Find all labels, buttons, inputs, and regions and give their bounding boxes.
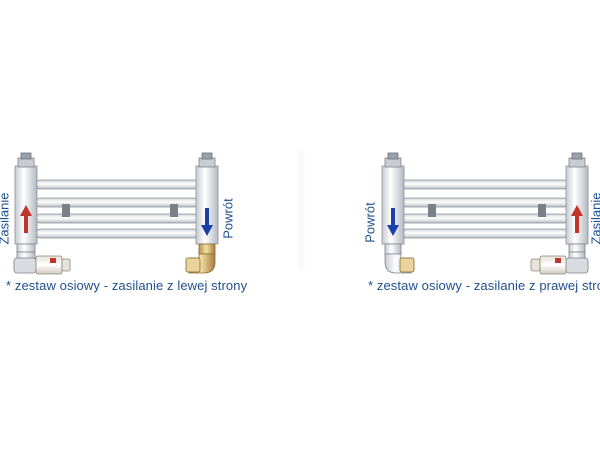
horizontal-tubes <box>35 179 199 239</box>
supply-arrow-up-icon <box>571 205 583 233</box>
elbow-fitting-icon <box>185 243 216 274</box>
left-radiator-diagram: Zasilanie Powrót * zestaw osiowy - zasil… <box>0 152 248 293</box>
return-label: Powrót <box>220 198 236 239</box>
right-caption: * zestaw osiowy - zasilanie z prawej str… <box>368 278 600 293</box>
supply-arrow-up-icon <box>20 205 32 233</box>
elbow-fitting-icon <box>384 243 415 274</box>
divider <box>296 150 306 270</box>
left-radiator-drawing <box>13 152 219 275</box>
right-radiator-drawing <box>381 152 589 275</box>
left-caption: * zestaw osiowy - zasilanie z lewej stro… <box>6 278 248 293</box>
valve-icon <box>13 243 71 275</box>
supply-label: Zasilanie <box>0 192 12 245</box>
return-arrow-down-icon <box>201 208 213 236</box>
return-label: Powrót <box>362 202 378 243</box>
horizontal-tubes <box>401 179 569 239</box>
right-collector <box>195 152 219 245</box>
return-arrow-down-icon <box>387 208 399 236</box>
right-radiator-diagram: Powrót Zasilanie * zestaw osiowy - zasil… <box>300 0 600 450</box>
supply-label: Zasilanie <box>588 192 600 245</box>
valve-icon <box>530 243 589 275</box>
